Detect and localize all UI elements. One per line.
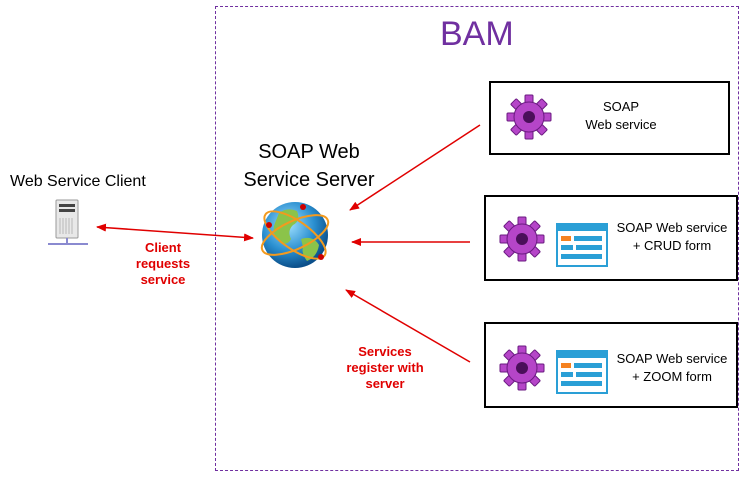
bam-title: BAM [440,15,514,53]
services-register-note: Services register with server [335,344,435,392]
note-line: Client [144,240,182,255]
note-line: server [365,376,405,391]
note-line: Services [358,344,412,359]
server-tower-icon [44,198,94,250]
server-label: SOAP Web Service Server [243,138,375,194]
service-box-soap: SOAP Web service [489,81,730,155]
service-box-zoom: SOAP Web service + ZOOM form [484,322,738,408]
service-label-line1: SOAP Web service [616,351,728,366]
note-line: service [140,272,186,287]
form-window-icon [556,350,608,394]
form-window-icon [556,223,608,267]
service-box-crud: SOAP Web service + CRUD form [484,195,738,281]
service-label-line1: SOAP Web service [616,220,728,235]
service-label: SOAP Web service + ZOOM form [610,350,734,386]
gear-icon [498,344,546,392]
service-label-line2: Web service [585,117,657,132]
client-label: Web Service Client [10,173,146,190]
service-label: SOAP Web service + CRUD form [610,219,734,255]
globe-network-icon [257,195,337,275]
server-label-line1: SOAP Web [258,141,360,163]
service-label: SOAP Web service [561,98,681,134]
client-request-note: Client requests service [118,240,208,288]
service-label-line2: + CRUD form [632,238,712,253]
gear-icon [505,93,553,141]
note-line: requests [135,256,191,271]
server-label-line2: Service Server [243,169,375,191]
service-label-line2: + ZOOM form [632,369,712,384]
gear-icon [498,215,546,263]
note-line: register with [346,360,424,375]
service-label-line1: SOAP [602,99,640,114]
